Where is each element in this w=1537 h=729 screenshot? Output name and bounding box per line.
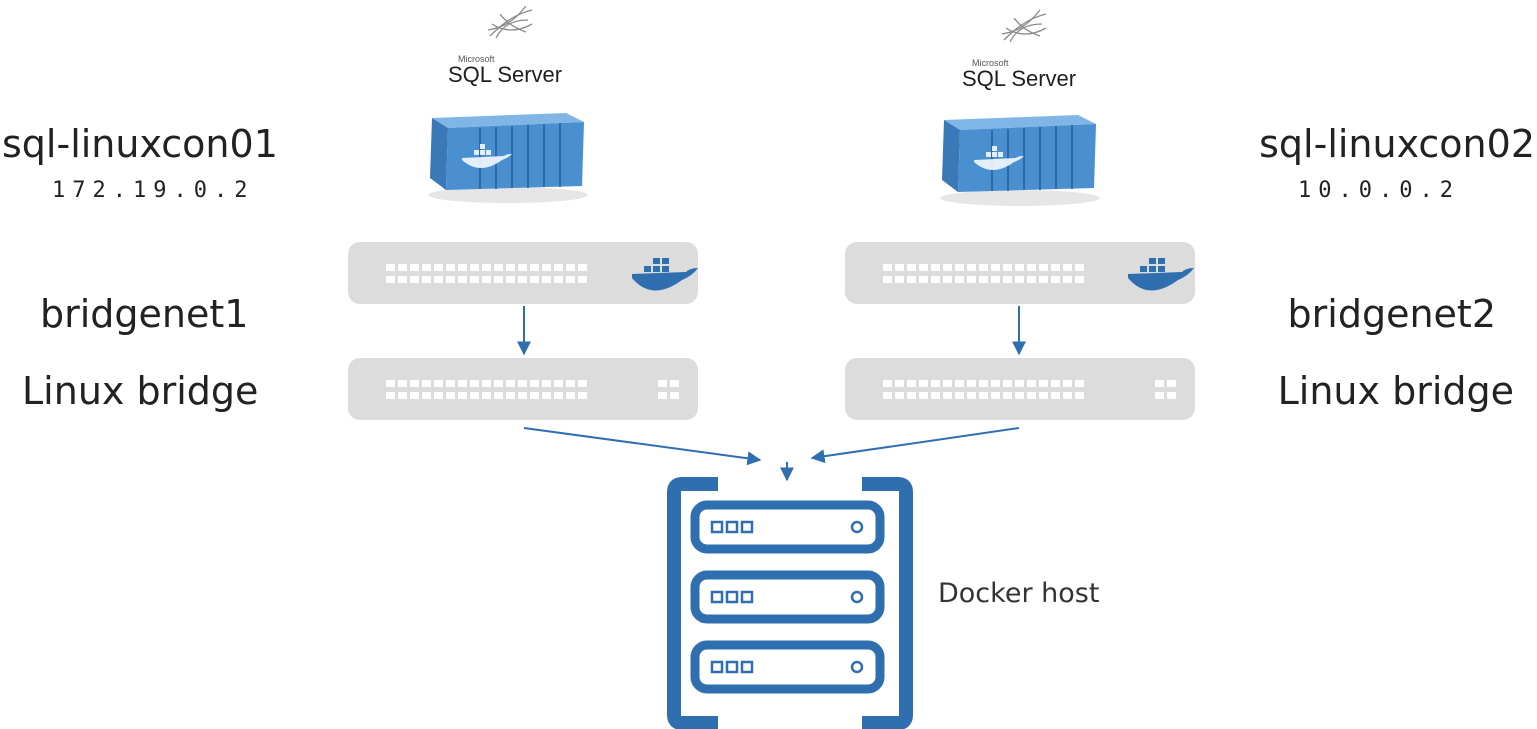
sql-server-icon [487, 5, 533, 39]
container-name-right: sql-linuxcon02 [1259, 122, 1535, 166]
switch-ports [883, 380, 1176, 399]
sql-server-logo-right: Microsoft SQL Server [962, 9, 1076, 91]
bridge-label-right: Linux bridge [1278, 369, 1514, 413]
sql-server-icon [1001, 9, 1047, 43]
network-name-left: bridgenet1 [40, 292, 248, 336]
sql-product-label: SQL Server [962, 66, 1076, 91]
switch-ports [883, 264, 1084, 283]
switch-ports [386, 264, 587, 283]
container-name-left: sql-linuxcon01 [2, 122, 278, 166]
sql-server-logo-left: Microsoft SQL Server [448, 5, 562, 87]
bridge-label-left: Linux bridge [22, 369, 258, 413]
sql-product-label: SQL Server [448, 62, 562, 87]
arrow-to-host-left [523, 427, 762, 466]
docker-whale-icon [632, 258, 698, 291]
sql-vendor-label: Microsoft [458, 54, 495, 64]
container-ip-left: 172.19.0.2 [52, 178, 254, 203]
sql-vendor-label: Microsoft [972, 58, 1009, 68]
docker-whale-icon [974, 146, 1024, 170]
linux-bridge-switch-left [348, 358, 698, 420]
switch-ports [386, 380, 679, 399]
linux-bridge-switch-right [845, 358, 1195, 420]
server-rack-icon [667, 477, 913, 729]
network-name-right: bridgenet2 [1288, 292, 1496, 336]
docker-container-icon-right [940, 115, 1100, 206]
docker-container-icon-left [428, 113, 588, 203]
container-ip-right: 10.0.0.2 [1298, 178, 1460, 203]
docker-whale-icon [462, 144, 512, 168]
docker-host-label: Docker host [938, 578, 1099, 609]
docker-network-switch-left [348, 242, 698, 304]
arrow-to-host-right [810, 427, 1020, 464]
docker-network-switch-right [845, 242, 1195, 304]
docker-whale-icon [1128, 258, 1194, 291]
